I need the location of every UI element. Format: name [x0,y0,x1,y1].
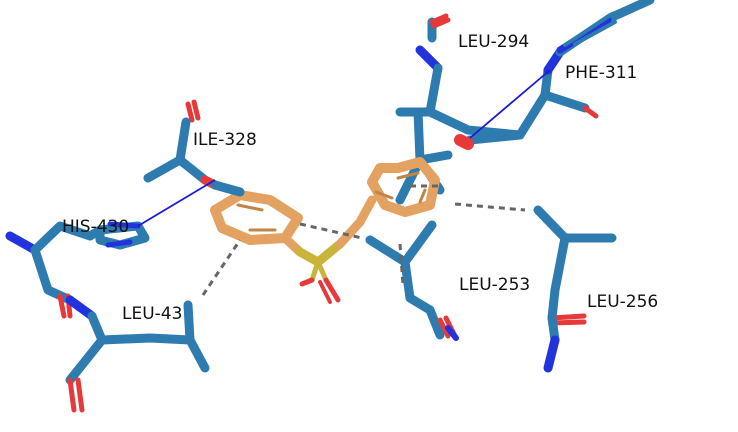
label-phe-311: PHE-311 [565,63,637,83]
label-his-430: HIS-430 [62,217,129,237]
residue-phe-311 [465,0,655,145]
ligand [210,157,440,304]
contact-line [398,243,405,286]
label-ile-328: ILE-328 [193,130,257,150]
residue-leu-253 [365,220,459,341]
hbond-line [469,69,551,139]
interactions [137,69,551,296]
label-leu-43x: LEU-43 [122,304,182,324]
hbond-line [137,179,216,227]
label-leu-294: LEU-294 [458,32,529,52]
residue-ile-328 [143,99,245,197]
residue-his-430 [5,221,150,321]
residue-leu-43x [65,300,210,413]
label-leu-253: LEU-253 [459,275,530,295]
label-leu-256: LEU-256 [587,292,658,312]
contact-line [201,239,242,296]
residue-labels: LEU-294 PHE-311 ILE-328 HIS-430 LEU-43 L… [62,32,658,324]
contact-line [454,202,526,212]
residue-leu-256 [533,205,617,373]
